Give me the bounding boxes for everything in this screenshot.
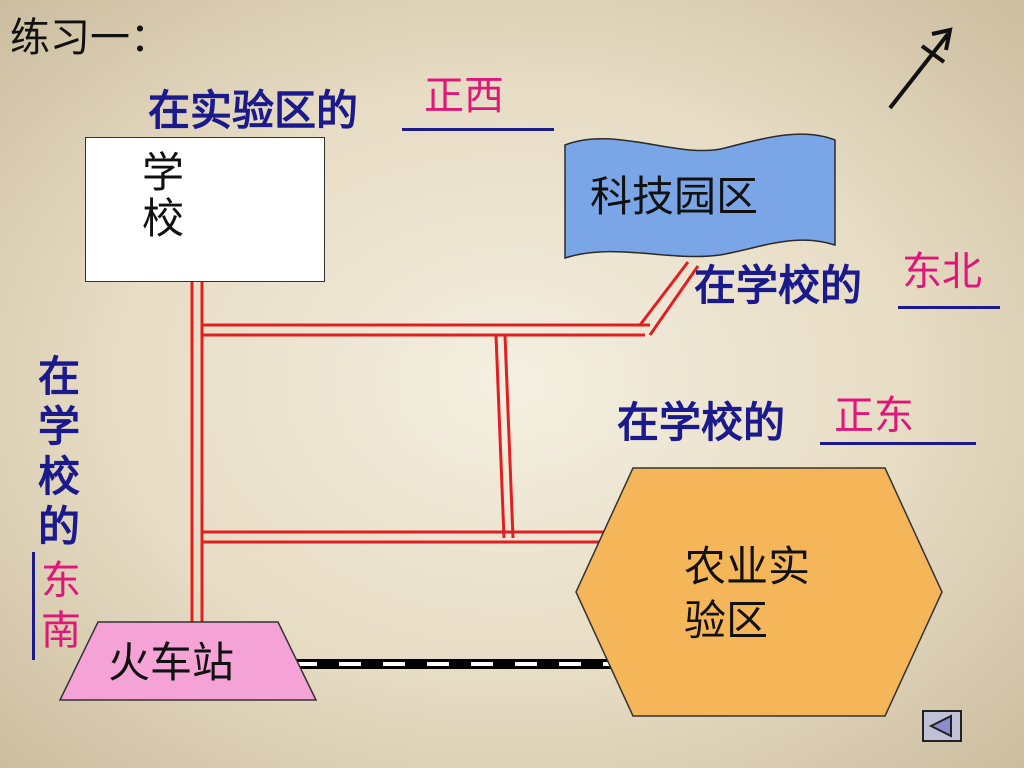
farm-label-line2: 验区 [684, 596, 769, 645]
farm-label: 农业实 验区 [684, 540, 844, 648]
school-label-line2: 校 [141, 194, 184, 243]
farm-shape [575, 467, 943, 717]
tech-park-label: 科技园区 [590, 172, 759, 221]
q2-answer: 东北 [902, 249, 982, 295]
road-mid-left [494, 334, 506, 539]
road-mid-right [503, 334, 515, 539]
q1-underline [402, 128, 554, 131]
station-shape [58, 621, 318, 701]
north-arrow-icon [888, 27, 953, 110]
q4-underline [32, 552, 35, 660]
q2-underline [898, 306, 1000, 309]
q4-char-4: 的 [37, 502, 80, 551]
school-box [85, 137, 325, 282]
exercise-title: 练习一： [10, 15, 170, 61]
q2-prefix: 在学校的 [694, 261, 863, 310]
q1-answer: 正西 [424, 73, 504, 119]
q4-answer-char-2: 南 [41, 608, 81, 654]
q1-prefix: 在实验区的 [148, 86, 359, 135]
tech-park-shape [564, 133, 836, 260]
road-diagonal-b [648, 265, 700, 336]
school-label-line1: 学 [141, 148, 184, 197]
q4-char-1: 在 [37, 352, 80, 401]
road-diagonal-a [638, 261, 690, 326]
station-label: 火车站 [108, 638, 235, 687]
q4-char-2: 学 [37, 402, 80, 451]
road-network [190, 261, 700, 622]
farm-label-line1: 农业实 [684, 542, 811, 591]
back-triangle-icon [928, 714, 952, 738]
q3-underline [820, 442, 976, 445]
q4-char-3: 校 [37, 452, 80, 501]
q4-answer-char-1: 东 [41, 558, 81, 604]
q3-answer: 正东 [834, 393, 914, 439]
q4-answer-vertical: 东 南 [38, 556, 84, 656]
back-button[interactable] [922, 710, 962, 742]
school-label: 学 校 [138, 150, 188, 242]
q3-prefix: 在学校的 [617, 398, 786, 447]
q4-prefix-vertical: 在 学 校 的 [34, 352, 84, 552]
